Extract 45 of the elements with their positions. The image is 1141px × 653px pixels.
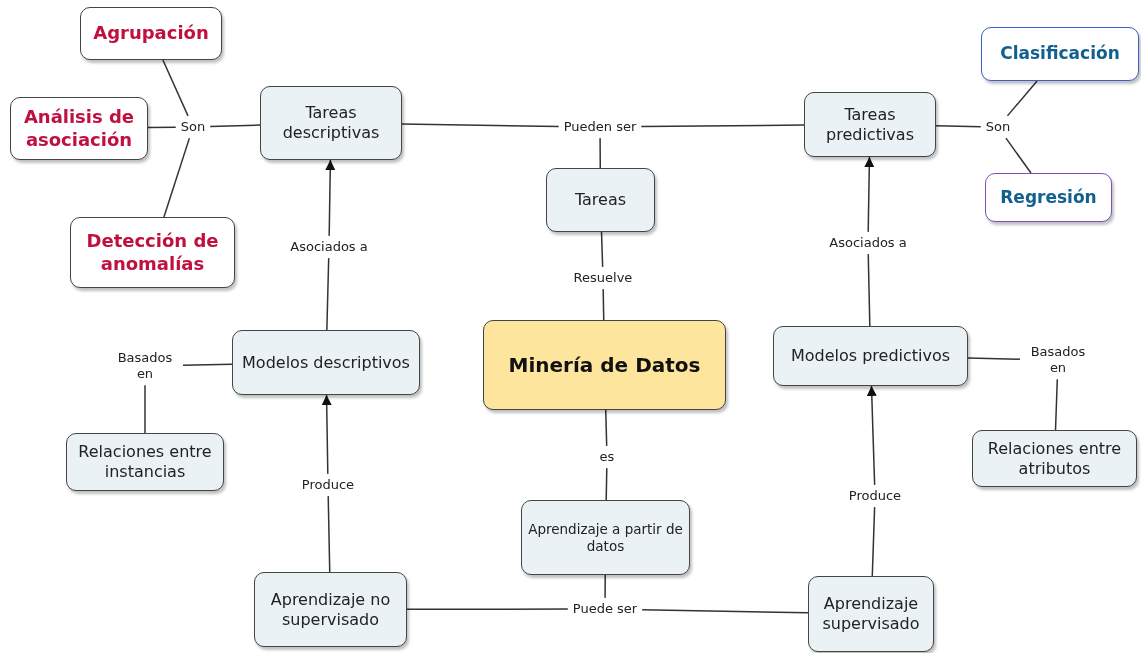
concept-box: Aprendizaje a partir de datos	[521, 500, 690, 575]
connector-line	[406, 608, 569, 611]
connector-line	[967, 357, 1021, 360]
connector-line	[867, 253, 871, 327]
connector-line	[935, 125, 982, 128]
concept-box: Modelos predictivos	[773, 326, 968, 386]
connector-line	[326, 257, 330, 331]
concept-box: Tareas	[546, 168, 655, 232]
concept-box: Análisis de asociación	[10, 97, 148, 160]
connector-line	[1054, 378, 1059, 431]
concept-box: Relaciones entre atributos	[972, 430, 1137, 487]
concept-box: Clasificación	[981, 27, 1139, 81]
connector-line	[209, 124, 261, 128]
connector-line	[604, 409, 608, 447]
concept-box: Aprendizaje supervisado	[808, 576, 934, 652]
connector-line	[144, 384, 146, 434]
connector-line	[401, 123, 560, 128]
concept-box: Regresión	[985, 173, 1112, 222]
connector-line	[182, 363, 233, 366]
connector-line	[163, 137, 191, 218]
concept-box: Relaciones entre instancias	[66, 433, 224, 491]
connector-line	[864, 156, 875, 233]
connector-line	[640, 124, 805, 128]
concept-box: Tareas predictivas	[804, 92, 936, 157]
connector-line	[1006, 80, 1038, 117]
connector-line	[605, 467, 608, 501]
connector-line	[604, 574, 606, 599]
connector-line	[641, 608, 809, 614]
concept-box: Tareas descriptivas	[260, 86, 402, 160]
connector-line	[599, 137, 602, 169]
concept-box: Modelos descriptivos	[232, 330, 420, 395]
connector-line	[871, 506, 876, 577]
connector-line	[325, 159, 336, 237]
connector-line	[147, 126, 177, 129]
connector-line	[327, 495, 331, 573]
main-concept-box: Minería de Datos	[483, 320, 726, 410]
concept-box: Aprendizaje no supervisado	[254, 572, 407, 647]
connector-line	[600, 231, 604, 268]
concept-box: Agrupación	[80, 7, 222, 60]
connector-line	[1005, 137, 1032, 174]
connector-line	[602, 288, 605, 321]
connector-line	[321, 394, 332, 475]
connector-line	[162, 59, 189, 117]
connector-line	[866, 385, 877, 486]
concept-box: Detección de anomalías	[70, 217, 235, 288]
